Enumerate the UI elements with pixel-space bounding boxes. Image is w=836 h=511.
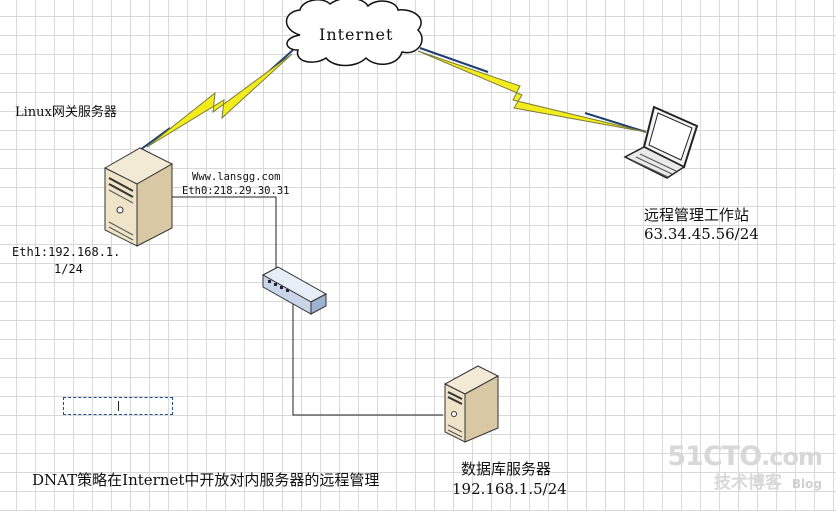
cable-switch-to-db <box>292 300 443 416</box>
internet-cloud <box>285 0 423 67</box>
watermark-blog: Blog <box>791 477 822 491</box>
database-server-icon <box>443 365 500 443</box>
gateway-eth0-label: Eth0:218.29.30.31 <box>182 185 290 197</box>
network-switch-icon <box>261 266 328 315</box>
db-server-ip: 192.168.1.5/24 <box>452 480 567 498</box>
workstation-title: 远程管理工作站 <box>644 206 750 224</box>
text-cursor <box>118 401 119 411</box>
gateway-domain-label: Www.lansgg.com <box>192 171 281 183</box>
gateway-eth1-label-line1: Eth1:192.168.1. <box>12 245 121 259</box>
diagram-caption: DNAT策略在Internet中开放对内服务器的远程管理 <box>32 471 380 489</box>
laptop-icon <box>623 105 699 179</box>
gateway-server-icon <box>103 147 174 247</box>
cable-gateway-to-switch <box>140 196 277 275</box>
workstation-ip: 63.34.45.56/24 <box>644 225 759 243</box>
internet-label: Internet <box>319 25 394 44</box>
site-watermark: 51CTO.com 技术博客 Blog <box>667 441 823 493</box>
lightning-bolt-left <box>146 53 293 148</box>
gateway-eth1-label-line2: 1/24 <box>54 262 83 276</box>
watermark-brand: 51CTO <box>667 441 762 472</box>
lightning-bolt-right <box>417 50 647 133</box>
link-gateway-to-bolt <box>139 127 171 151</box>
text-edit-box[interactable] <box>63 397 173 415</box>
link-cloud-to-bolt <box>419 47 489 73</box>
watermark-sub: 技术博客 <box>713 473 782 493</box>
db-server-title: 数据库服务器 <box>461 460 552 478</box>
link-bolt-to-laptop <box>584 112 647 133</box>
watermark-suffix: .com <box>761 443 823 471</box>
gateway-title: Linux网关服务器 <box>15 105 117 120</box>
